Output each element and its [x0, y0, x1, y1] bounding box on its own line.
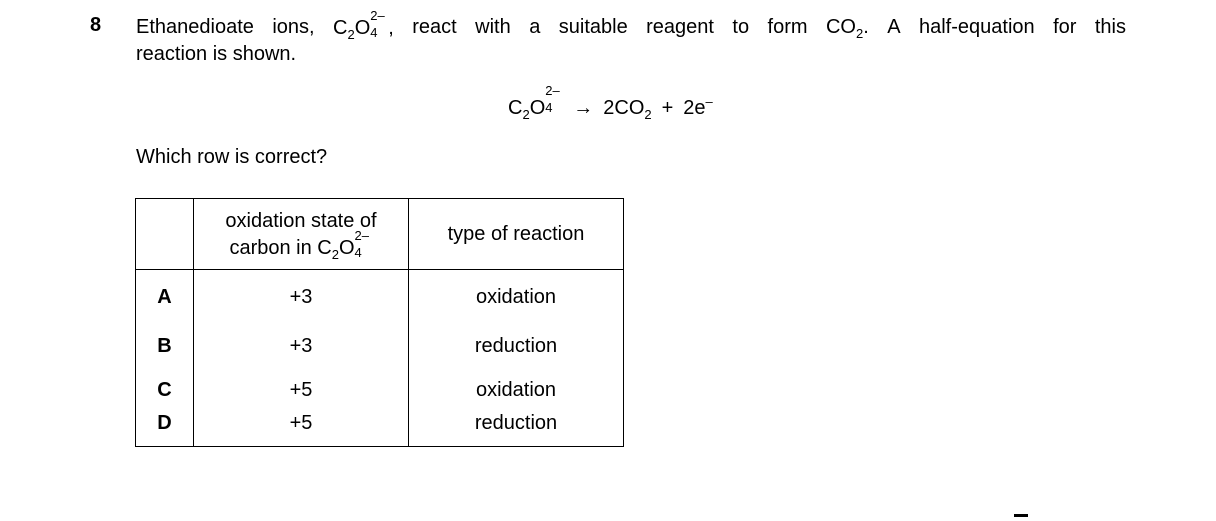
question-prompt: Which row is correct?: [136, 146, 328, 168]
stem-word: reagent: [646, 16, 714, 38]
stem-word: ions,: [272, 16, 315, 38]
row-letter: A: [135, 269, 194, 324]
row-letter: C: [135, 368, 194, 412]
stem-line-2: reaction is shown.: [136, 43, 297, 65]
oxidation-state-cell: +3: [193, 324, 409, 368]
stem-word: A: [887, 16, 901, 38]
stem-word: for: [1053, 16, 1077, 38]
table-row: D +5 reduction: [135, 412, 624, 447]
formula-part: C: [333, 17, 348, 39]
header-blank-cell: [135, 198, 194, 270]
oxidation-state-cell: +5: [193, 368, 409, 412]
co2-formula: CO2.: [826, 14, 869, 41]
table-row: B +3 reduction: [135, 324, 624, 368]
formula-part: O: [354, 17, 371, 39]
formula-subscript: 2: [522, 107, 530, 122]
reaction-type-cell: oxidation: [408, 368, 624, 412]
reaction-arrow: →: [573, 97, 594, 119]
stem-word: with: [475, 16, 511, 38]
stem-punctuation: ,: [388, 17, 394, 39]
stem-word: to: [732, 16, 750, 38]
row-letter: B: [135, 324, 194, 368]
header-reaction-type: type of reaction: [408, 198, 624, 270]
formula-charge: –: [705, 94, 713, 109]
stem-word: suitable: [558, 16, 628, 38]
formula-part: O: [338, 236, 355, 259]
stem-word: this: [1094, 16, 1126, 38]
stem-word: a: [529, 16, 541, 38]
formula-subscript: 2: [347, 27, 355, 42]
row-letter: D: [135, 412, 194, 447]
formula-subscript: 4: [354, 244, 362, 260]
question-number: 8: [90, 14, 102, 36]
formula-part: 2e: [683, 97, 706, 119]
formula-subscript: 2: [855, 26, 864, 41]
oxidation-state-cell: +5: [193, 412, 409, 447]
formula-charge: 2–: [354, 227, 369, 243]
reaction-type-cell: reduction: [408, 324, 624, 368]
header-text: carbon in C: [229, 236, 332, 259]
formula-subscript: 4: [370, 25, 378, 40]
reaction-type-cell: oxidation: [408, 269, 624, 324]
stem-word: half-equation: [918, 16, 1035, 38]
plus-sign: +: [661, 97, 674, 119]
table-row: A +3 oxidation: [135, 269, 624, 324]
formula-part: CO: [825, 16, 856, 38]
formula-subscript: 2: [331, 246, 339, 262]
table-row: C +5 oxidation: [135, 368, 624, 412]
formula-part: C: [508, 97, 523, 119]
header-text: oxidation state of: [225, 209, 377, 232]
stem-punctuation: .: [863, 16, 869, 38]
formula-subscript: 2: [644, 107, 652, 122]
page-edge-mark: [1014, 514, 1028, 517]
stem-word: react: [412, 16, 457, 38]
stem-word: Ethanedioate: [136, 16, 254, 38]
formula-charge: 2–: [370, 8, 385, 23]
formula-part: 2CO: [603, 97, 645, 119]
formula-charge: 2–: [545, 83, 560, 98]
oxidation-state-cell: +3: [193, 269, 409, 324]
stem-word: form: [767, 16, 808, 38]
reaction-type-cell: reduction: [408, 412, 624, 447]
formula-subscript: 4: [545, 100, 553, 115]
formula-part: O: [529, 97, 546, 119]
